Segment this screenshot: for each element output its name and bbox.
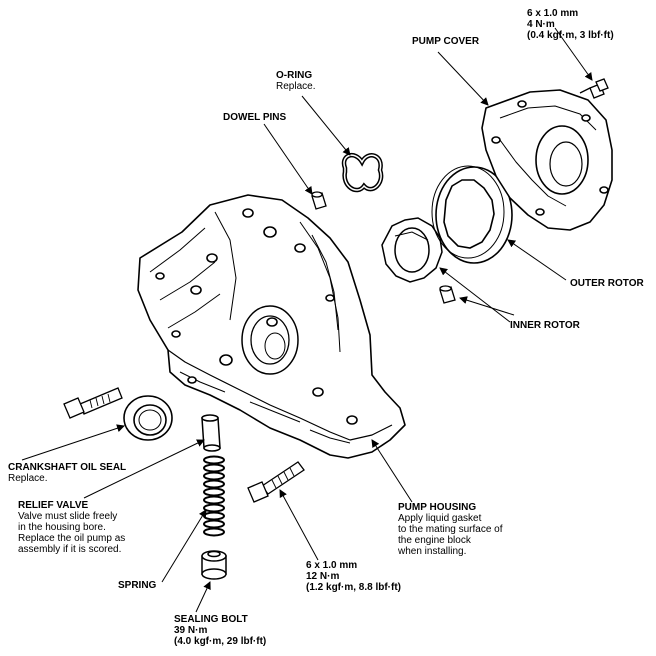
crank-seal-title: CRANKSHAFT OIL SEAL (8, 462, 127, 473)
spring (203, 455, 225, 537)
bolt-cover-torque: 4 N·m (527, 19, 555, 30)
label-outer-rotor: OUTER ROTOR (570, 278, 644, 289)
leader-pump-cover (437, 51, 489, 106)
sealing-bolt-title: SEALING BOLT (174, 614, 248, 625)
label-relief-valve: RELIEF VALVE Valve must slide freely in … (18, 500, 125, 555)
bolt-cover-size: 6 x 1.0 mm (527, 8, 579, 19)
inner-rotor-title: INNER ROTOR (510, 320, 580, 331)
inner-rotor (381, 217, 443, 283)
label-sealing-bolt: SEALING BOLT 39 N·m (4.0 kgf·m, 29 lbf·f… (174, 614, 266, 647)
o-ring (341, 152, 384, 193)
leader-crank-seal (21, 424, 125, 461)
leader-bolt-cover (554, 27, 593, 81)
bolt-housing-torque-alt: (1.2 kgf·m, 8.8 lbf·ft) (306, 582, 402, 593)
pump-housing-line1: Apply liquid gasket (398, 513, 482, 524)
pump-cover-bolt (579, 78, 609, 99)
sealing-bolt-torque: 39 N·m (174, 625, 208, 636)
dowel-pins-title: DOWEL PINS (223, 112, 287, 123)
lower-housing-bolt (247, 461, 305, 503)
bolt-housing-size: 6 x 1.0 mm (306, 560, 358, 571)
leader-pump-housing (371, 439, 413, 503)
pump-housing-line2: to the mating surface of (398, 524, 503, 535)
leader-o-ring (301, 95, 351, 156)
relief-valve-line3: Replace the oil pump as (18, 533, 126, 544)
relief-valve-line2: in the housing bore. (18, 522, 106, 533)
leader-spring (161, 509, 207, 583)
outer-rotor (431, 165, 513, 264)
pump-housing-title: PUMP HOUSING (398, 502, 477, 513)
relief-valve-line1: Valve must slide freely (18, 511, 118, 522)
sealing-bolt (201, 550, 227, 580)
label-crankshaft-oil-seal: CRANKSHAFT OIL SEAL Replace. (8, 462, 126, 484)
leader-bolt-housing (279, 489, 319, 561)
label-pump-housing-bolt: 6 x 1.0 mm 12 N·m (1.2 kgf·m, 8.8 lbf·ft… (306, 560, 401, 593)
pump-housing-line3: the engine block (398, 535, 471, 546)
label-o-ring: O-RING Replace. (276, 70, 315, 92)
bolt-cover-torque-alt: (0.4 kgf·m, 3 lbf·ft) (527, 30, 614, 41)
pump-housing (137, 194, 406, 459)
pump-cover-title: PUMP COVER (412, 36, 480, 47)
leader-dowel-lower (459, 296, 515, 316)
o-ring-note: Replace. (276, 81, 316, 92)
leader-relief-valve (83, 439, 205, 499)
leader-outer-rotor (507, 239, 567, 281)
o-ring-title: O-RING (276, 70, 313, 81)
leader-inner-rotor (439, 267, 511, 323)
outer-rotor-title: OUTER ROTOR (570, 278, 644, 289)
pump-housing-line4: when installing. (398, 546, 467, 557)
relief-valve-line4: assembly if it is scored. (18, 544, 122, 555)
leader-lines (21, 27, 593, 613)
sealing-bolt-torque-alt: (4.0 kgf·m, 29 lbf·ft) (174, 636, 267, 647)
dowel-pin-lower (439, 285, 456, 304)
label-pump-cover-bolt: 6 x 1.0 mm 4 N·m (0.4 kgf·m, 3 lbf·ft) (527, 8, 614, 41)
crank-seal-note: Replace. (8, 473, 48, 484)
spring-title: SPRING (118, 580, 157, 591)
dowel-pin-upper (311, 191, 327, 210)
pump-cover (481, 89, 613, 231)
label-spring: SPRING (118, 580, 156, 591)
label-pump-cover: PUMP COVER (412, 36, 479, 47)
label-pump-housing: PUMP HOUSING Apply liquid gasket to the … (398, 502, 503, 557)
bolt-housing-torque: 12 N·m (306, 571, 340, 582)
label-inner-rotor: INNER ROTOR (510, 320, 580, 331)
left-housing-bolt (63, 387, 123, 419)
relief-valve-title: RELIEF VALVE (18, 500, 89, 511)
crankshaft-oil-seal (123, 395, 173, 441)
relief-valve (201, 414, 221, 452)
leader-sealing-bolt (195, 581, 211, 613)
leader-dowel-pins (263, 123, 313, 195)
label-dowel-pins: DOWEL PINS (223, 112, 286, 123)
